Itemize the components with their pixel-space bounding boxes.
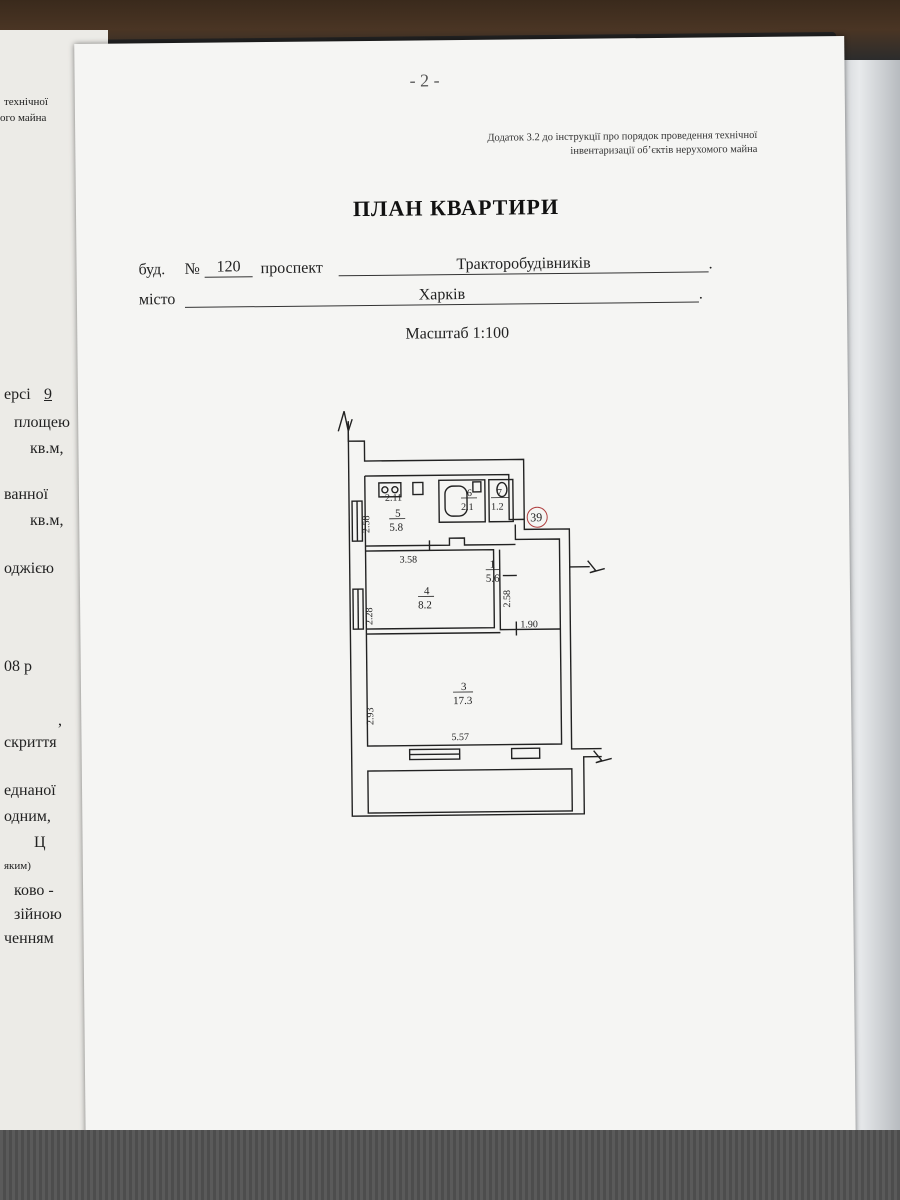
left-text: кв.м, xyxy=(30,512,64,529)
room-number: 5 xyxy=(395,508,401,520)
dimension-label: 1.90 xyxy=(520,619,538,630)
street-type: проспект xyxy=(260,259,323,278)
bud-label: буд. xyxy=(138,261,166,279)
left-text: ково - xyxy=(14,882,54,899)
dimension-label: 3.58 xyxy=(400,554,418,565)
left-text: скриття xyxy=(4,734,57,751)
left-text: 08 р xyxy=(4,658,32,675)
room-number: 7 xyxy=(497,488,502,499)
handwritten-mark: 39 xyxy=(530,510,542,524)
dimension-label: 2.58 xyxy=(361,515,372,533)
scale-label: Масштаб 1:100 xyxy=(405,324,510,343)
room-number: 1 xyxy=(490,559,496,571)
left-text: площею xyxy=(14,414,70,431)
left-text: , xyxy=(58,712,62,729)
room-number: 6 xyxy=(467,488,472,499)
left-text: ерсі xyxy=(4,386,31,403)
dimension-label: 5.57 xyxy=(451,732,469,743)
dimension-label: 2.28 xyxy=(364,607,375,625)
left-text: 9 xyxy=(44,386,52,403)
dimension-label: 2.93 xyxy=(365,707,376,725)
room-number: 4 xyxy=(424,585,430,597)
floor-plan: 39 1 5.6 3 17.3 4 8.2 5 5.8 6 2.1 7 1.2 … xyxy=(337,411,612,817)
city-label: місто xyxy=(138,291,176,309)
appendix-note: Додаток 3.2 до інструкції про порядок пр… xyxy=(427,129,757,160)
left-text: ого майна xyxy=(0,112,47,124)
left-text: ванної xyxy=(4,486,49,503)
dimension-label: 2.58 xyxy=(502,590,513,608)
left-text: технічної xyxy=(4,96,48,108)
left-text: оджією xyxy=(4,560,54,577)
left-text: Ц xyxy=(34,834,46,851)
room-area: 5.8 xyxy=(389,522,403,534)
room-area: 5.6 xyxy=(486,573,500,585)
left-text: еднаної xyxy=(4,782,56,799)
room-number: 3 xyxy=(461,681,467,693)
street-name: Тракторобудівників xyxy=(338,253,709,277)
room-area: 17.3 xyxy=(453,695,473,707)
fabric-background xyxy=(0,1130,900,1200)
left-text: яким) xyxy=(4,860,31,872)
document-page: - 2 - Додаток 3.2 до інструкції про поря… xyxy=(74,35,856,1153)
left-text: ченням xyxy=(4,930,54,947)
building-number: 120 xyxy=(204,258,253,278)
room-area: 8.2 xyxy=(418,599,432,611)
room-area: 2.1 xyxy=(461,502,474,513)
page-number: - 2 - xyxy=(409,70,440,91)
dimension-label: 2.11 xyxy=(385,493,402,504)
page-title: ПЛАН КВАРТИРИ xyxy=(352,193,560,222)
number-label: № xyxy=(184,260,200,278)
appendix-line: інвентаризації об’єктів нерухомого майна xyxy=(570,143,758,157)
left-text: кв.м, xyxy=(30,440,64,457)
city-name: Харків xyxy=(184,283,699,308)
left-text: одним, xyxy=(4,808,51,825)
room-area: 1.2 xyxy=(491,502,504,513)
left-text: зійною xyxy=(14,906,62,923)
